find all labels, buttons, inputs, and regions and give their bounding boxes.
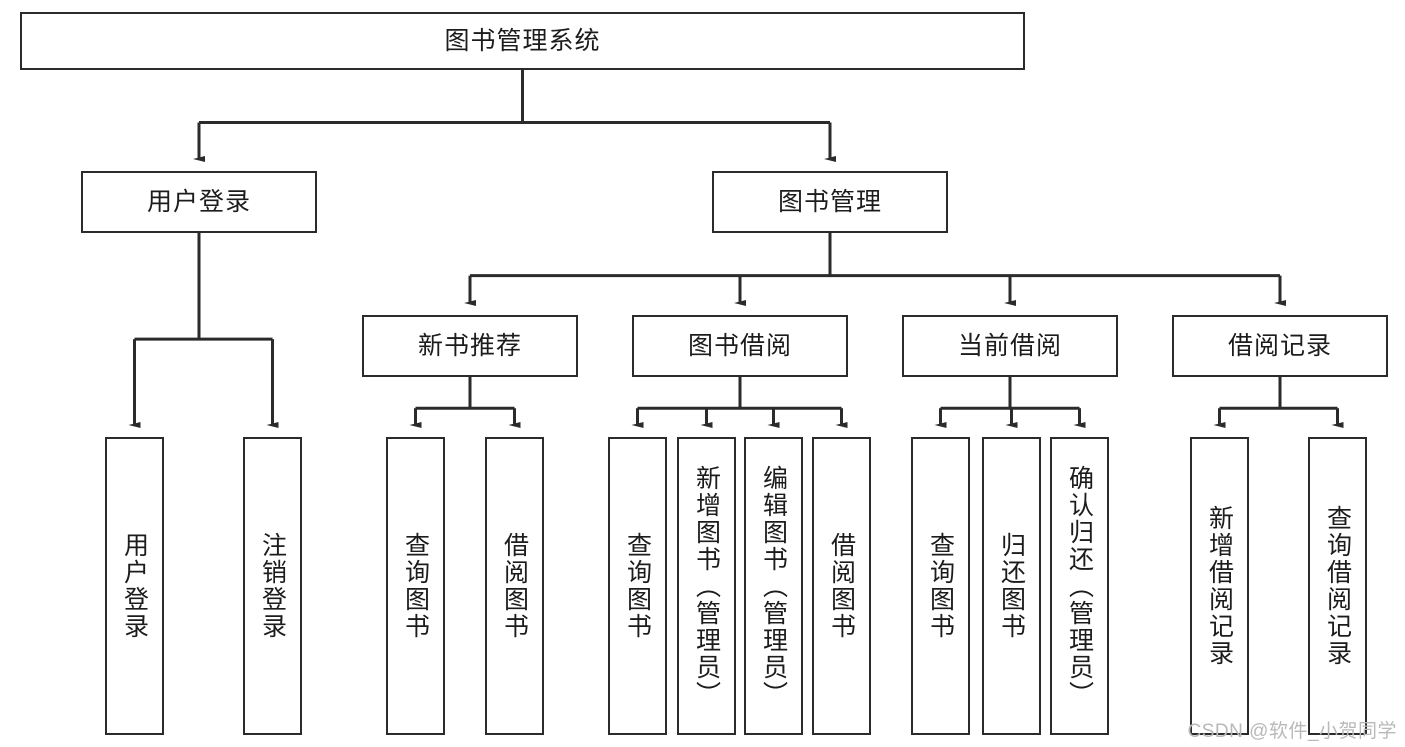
node-label: 用户登录 bbox=[120, 532, 149, 640]
node-label: 查询借阅记录 bbox=[1323, 505, 1352, 667]
node-label: 借阅图书 bbox=[500, 532, 529, 640]
node-label: 新书推荐 bbox=[417, 332, 522, 360]
node-label: 借阅记录 bbox=[1227, 332, 1332, 360]
node-label: 查询图书 bbox=[623, 532, 652, 640]
node-label: 图书管理 bbox=[777, 188, 882, 216]
node-newbook[interactable]: 新书推荐 bbox=[362, 315, 578, 377]
node-records[interactable]: 借阅记录 bbox=[1172, 315, 1388, 377]
node-label: 注销登录 bbox=[258, 532, 287, 640]
node-label: 新增图书（管理员） bbox=[692, 464, 721, 708]
node-label: 查询图书 bbox=[926, 532, 955, 640]
node-leaf-9[interactable]: 查询图书 bbox=[911, 437, 970, 735]
node-leaf-10[interactable]: 归还图书 bbox=[982, 437, 1041, 735]
node-label: 编辑图书（管理员） bbox=[759, 464, 788, 708]
node-label: 查询图书 bbox=[401, 532, 430, 640]
node-leaf-11[interactable]: 确认归还（管理员） bbox=[1050, 437, 1109, 735]
node-leaf-7[interactable]: 编辑图书（管理员） bbox=[744, 437, 803, 735]
node-label: 归还图书 bbox=[997, 532, 1026, 640]
node-leaf-12[interactable]: 新增借阅记录 bbox=[1190, 437, 1249, 735]
node-label: 当前借阅 bbox=[957, 332, 1062, 360]
node-leaf-8[interactable]: 借阅图书 bbox=[812, 437, 871, 735]
node-leaf-6[interactable]: 新增图书（管理员） bbox=[677, 437, 736, 735]
node-label: 新增借阅记录 bbox=[1205, 505, 1234, 667]
node-label: 图书借阅 bbox=[687, 332, 792, 360]
node-current[interactable]: 当前借阅 bbox=[902, 315, 1118, 377]
node-leaf-3[interactable]: 查询图书 bbox=[386, 437, 445, 735]
node-leaf-5[interactable]: 查询图书 bbox=[608, 437, 667, 735]
node-label: 借阅图书 bbox=[827, 532, 856, 640]
node-leaf-2[interactable]: 注销登录 bbox=[243, 437, 302, 735]
node-bookmgmt[interactable]: 图书管理 bbox=[712, 171, 948, 233]
watermark-text: CSDN @软件_小贺同学 bbox=[1187, 721, 1397, 742]
node-root[interactable]: 图书管理系统 bbox=[20, 12, 1025, 70]
node-borrow[interactable]: 图书借阅 bbox=[632, 315, 848, 377]
node-label: 确认归还（管理员） bbox=[1065, 464, 1094, 708]
node-leaf-1[interactable]: 用户登录 bbox=[105, 437, 164, 735]
node-label: 用户登录 bbox=[146, 188, 251, 216]
node-login[interactable]: 用户登录 bbox=[81, 171, 317, 233]
node-leaf-4[interactable]: 借阅图书 bbox=[485, 437, 544, 735]
node-leaf-13[interactable]: 查询借阅记录 bbox=[1308, 437, 1367, 735]
node-label: 图书管理系统 bbox=[444, 27, 601, 55]
